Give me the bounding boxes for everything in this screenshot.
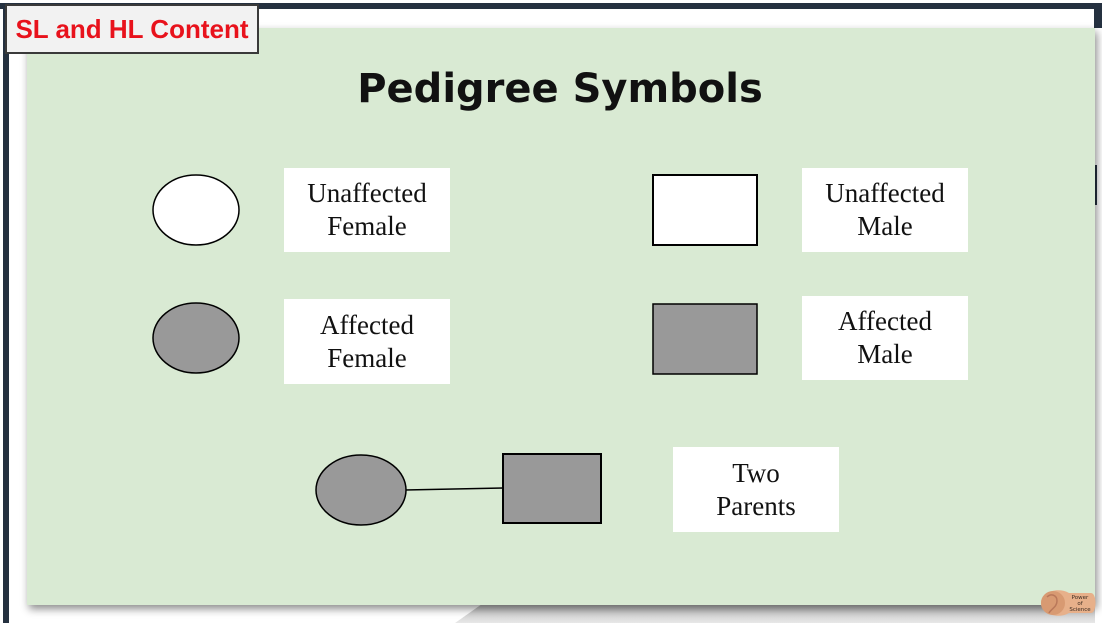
- label-unaffected-female: Unaffected Female: [284, 168, 450, 252]
- unaffected-female-symbol: [152, 174, 240, 246]
- frame-border-top: [0, 3, 1102, 9]
- parent-male-symbol: [502, 453, 602, 524]
- unaffected-male-symbol: [652, 174, 758, 246]
- frame-border-right-mark: [1094, 165, 1097, 205]
- label-affected-male: Affected Male: [802, 296, 968, 380]
- slide-title: Pedigree Symbols: [357, 66, 763, 112]
- logo-text-2: of: [1077, 601, 1083, 607]
- page-curl-shadow: [455, 605, 1095, 623]
- logo-text-1: Power: [1072, 595, 1089, 601]
- frame-border-right: [1094, 3, 1102, 28]
- label-affected-female: Affected Female: [284, 299, 450, 384]
- label-unaffected-male: Unaffected Male: [802, 168, 968, 252]
- parent-female-symbol: [315, 454, 407, 526]
- affected-male-symbol: [652, 303, 758, 375]
- level-tag: SL and HL Content: [5, 4, 259, 54]
- frame-border-left: [3, 3, 9, 623]
- power-of-science-logo: Power of Science: [1041, 590, 1096, 616]
- mating-line: [404, 487, 504, 491]
- affected-female-symbol: [152, 302, 240, 374]
- logo-text-3: Science: [1069, 607, 1091, 613]
- label-two-parents: Two Parents: [673, 447, 839, 532]
